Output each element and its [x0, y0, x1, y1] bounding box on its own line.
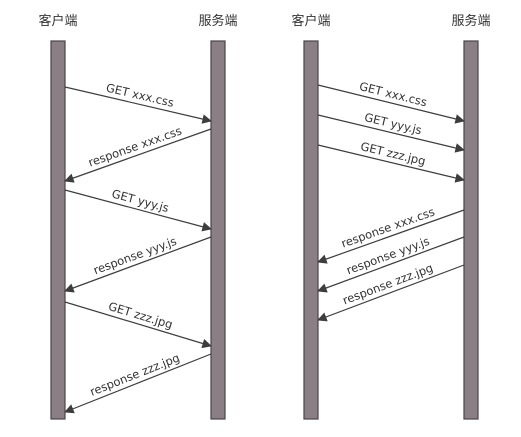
message-line — [64, 236, 212, 293]
message-line — [317, 114, 465, 153]
message-label: response zzz.jpg — [88, 351, 182, 399]
client-lifeline — [303, 40, 319, 420]
server-label: 服务端 — [451, 13, 490, 29]
message-line — [64, 189, 212, 232]
server-lifeline — [463, 40, 479, 420]
message-label: GET xxx.css — [358, 79, 429, 109]
server-label: 服务端 — [198, 13, 237, 29]
message-arrow: GET zzz.jpg — [64, 299, 212, 349]
server-lifeline — [210, 40, 226, 420]
message-label: response yyy.js — [91, 234, 178, 277]
sequential-requests-diagram: 客户端 服务端 GET xxx.css response xxx.css GET… — [38, 13, 238, 420]
message-line — [64, 353, 212, 414]
client-lifeline — [50, 40, 66, 420]
message-arrow: GET yyy.js — [64, 187, 212, 232]
client-label: 客户端 — [291, 13, 330, 29]
message-arrow: response zzz.jpg — [317, 261, 465, 322]
message-line — [317, 84, 465, 124]
message-arrow: response xxx.css — [64, 123, 212, 183]
message-line — [64, 128, 212, 183]
client-label: 客户端 — [38, 13, 77, 29]
message-arrow: GET xxx.css — [64, 81, 212, 124]
message-line — [317, 209, 465, 264]
message-line — [317, 144, 465, 183]
message-arrow: response yyy.js — [64, 234, 212, 293]
message-line — [64, 301, 212, 349]
message-label: GET xxx.css — [105, 81, 176, 110]
pipelined-requests-diagram: 客户端 服务端 GET xxx.css GET yyy.js GET zzz.j… — [291, 13, 491, 420]
message-arrow: response zzz.jpg — [64, 351, 212, 414]
message-label: GET zzz.jpg — [359, 139, 427, 168]
message-label: GET yyy.js — [110, 187, 170, 216]
message-line — [64, 86, 212, 124]
message-label: response xxx.css — [86, 123, 183, 169]
message-arrow: GET xxx.css — [317, 79, 465, 124]
message-line — [317, 236, 465, 293]
message-label: GET zzz.jpg — [107, 299, 175, 332]
message-line — [317, 264, 465, 322]
